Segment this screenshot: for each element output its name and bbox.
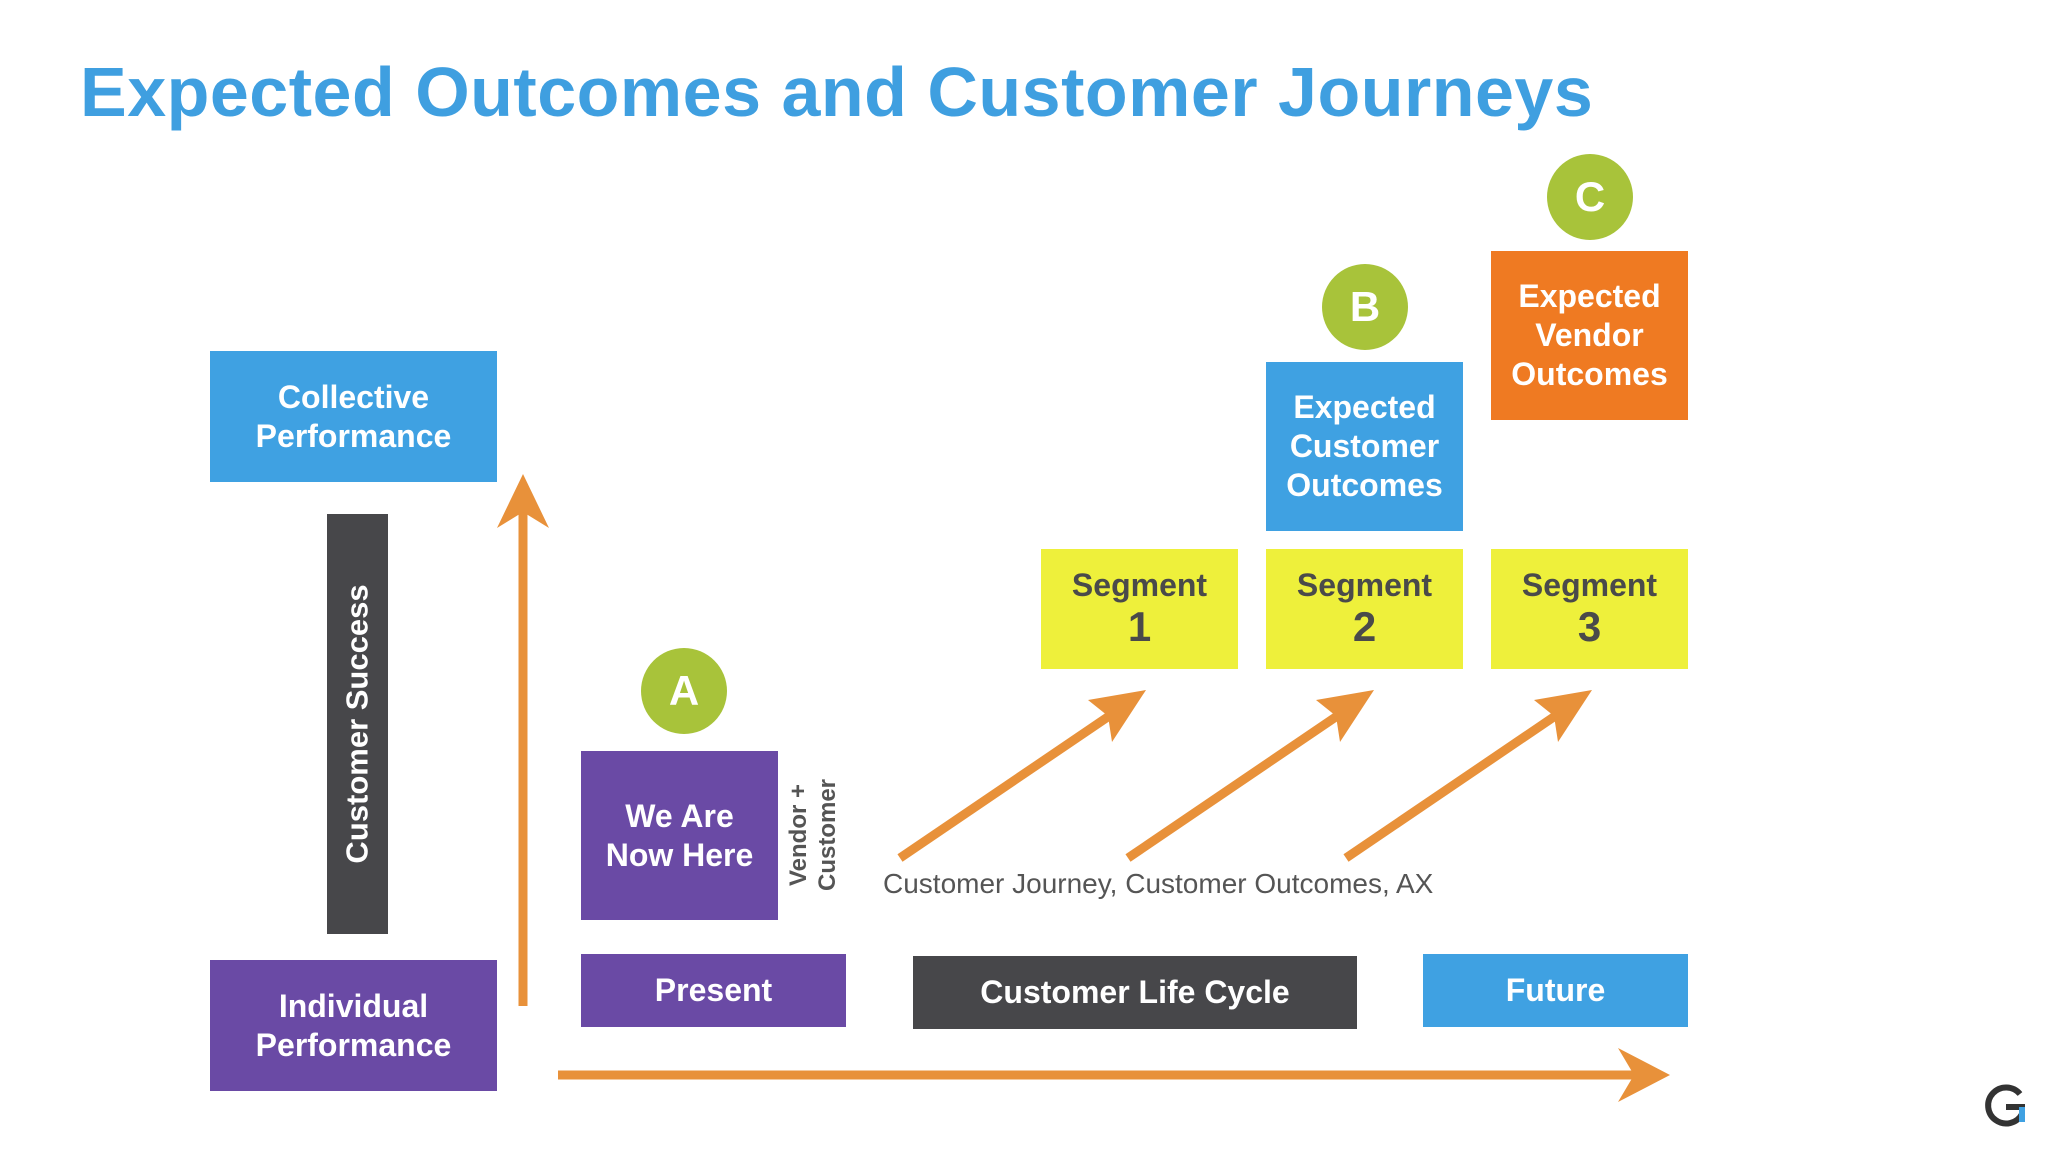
- segment-1-box: Segment 1: [1041, 549, 1238, 669]
- customer-life-cycle-box: Customer Life Cycle: [913, 956, 1357, 1029]
- vertical-arrow: [497, 474, 549, 1006]
- customer-success-label: Customer Success: [339, 584, 375, 864]
- marker-c: C: [1547, 154, 1633, 240]
- marker-a-label: A: [668, 667, 700, 714]
- diagonal-arrow-1: [897, 690, 1146, 862]
- vendor-customer-label: Vendor + Customer: [785, 778, 841, 892]
- segment-1-label: Segment: [1071, 567, 1208, 603]
- expected-vendor-outcomes-label: Expected Vendor Outcomes: [1511, 278, 1668, 392]
- segment-2-label: Segment: [1296, 567, 1433, 603]
- marker-a: A: [641, 648, 727, 734]
- customer-life-cycle-label: Customer Life Cycle: [980, 974, 1290, 1010]
- vendor-customer-label-box: Vendor + Customer: [780, 770, 846, 900]
- present-label: Present: [654, 972, 773, 1008]
- collective-performance-label: Collective Performance: [255, 378, 452, 454]
- horizontal-arrow: [558, 1048, 1670, 1102]
- collective-performance-box: Collective Performance: [210, 351, 497, 482]
- segment-2-number: 2: [1352, 603, 1377, 650]
- segment-2-box: Segment 2: [1266, 549, 1463, 669]
- customer-success-bar: Customer Success: [327, 514, 388, 934]
- we-are-now-here-box: We Are Now Here: [581, 751, 778, 920]
- marker-b: B: [1322, 264, 1408, 350]
- segment-3-label: Segment: [1521, 567, 1658, 603]
- segment-3-box: Segment 3: [1491, 549, 1688, 669]
- diagonal-arrow-2: [1125, 690, 1374, 862]
- marker-c-label: C: [1574, 173, 1606, 220]
- expected-customer-outcomes-box: Expected Customer Outcomes: [1266, 362, 1463, 531]
- individual-performance-label: Individual Performance: [255, 987, 452, 1063]
- future-box: Future: [1423, 954, 1688, 1027]
- segment-1-number: 1: [1127, 603, 1152, 650]
- individual-performance-box: Individual Performance: [210, 960, 497, 1091]
- segment-3-number: 3: [1577, 603, 1602, 650]
- g-logo-icon: [1985, 1084, 2025, 1127]
- page-title: Expected Outcomes and Customer Journeys: [80, 53, 1594, 131]
- future-label: Future: [1505, 972, 1606, 1008]
- present-box: Present: [581, 954, 846, 1027]
- diagonal-arrow-3: [1343, 690, 1592, 862]
- expected-customer-outcomes-label: Expected Customer Outcomes: [1286, 389, 1443, 503]
- expected-vendor-outcomes-box: Expected Vendor Outcomes: [1491, 251, 1688, 420]
- journey-caption: Customer Journey, Customer Outcomes, AX: [883, 868, 1434, 899]
- we-are-now-here-label: We Are Now Here: [605, 797, 754, 873]
- marker-b-label: B: [1349, 283, 1381, 330]
